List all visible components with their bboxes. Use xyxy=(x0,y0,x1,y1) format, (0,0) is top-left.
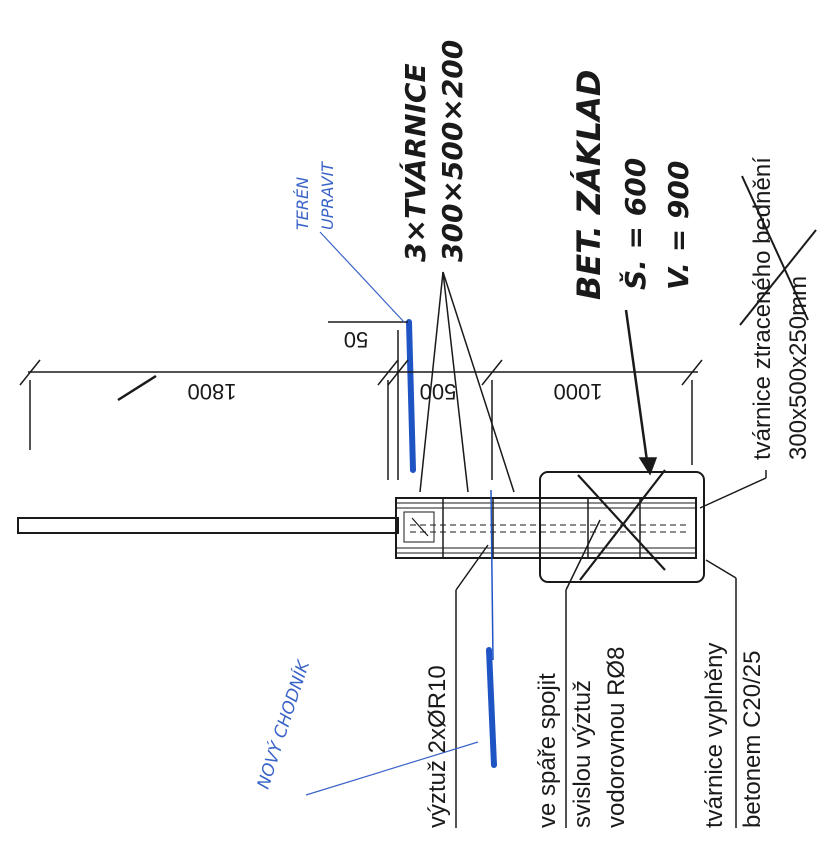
dim-offset: 50 xyxy=(344,327,368,352)
leader-lines xyxy=(419,271,767,828)
hand-terrain-1: TERÉN xyxy=(293,177,312,230)
hand-footing-title: BET. ZÁKLAD xyxy=(570,70,608,300)
hand-blocks-1: 3×TVÁRNICE xyxy=(398,63,432,262)
label-joint-2: svislou výztuž xyxy=(569,680,596,828)
label-filled-1: tvárnice vyplněny xyxy=(701,643,728,828)
label-joint-1: ve spáře spojit xyxy=(534,673,561,828)
fence-post xyxy=(17,517,399,534)
handwritten-annotations: 3×TVÁRNICE 300×500×200 BET. ZÁKLAD Š. = … xyxy=(398,40,695,300)
hand-blocks-2: 300×500×200 xyxy=(436,40,469,262)
dimension-chain xyxy=(19,321,703,480)
label-formwork-2: 300x500x250mm xyxy=(785,276,812,460)
hand-new-path: NOVÝ CHODNÍK xyxy=(252,656,315,792)
dimension-texts: 1800 500 1000 50 xyxy=(188,327,603,404)
blue-leaders xyxy=(305,231,479,796)
hand-footing-width: Š. = 600 xyxy=(618,158,652,290)
label-reinforcement: výztuž 2xØR10 xyxy=(424,665,451,828)
blue-handwritten-annotations: TERÉN UPRAVIT NOVÝ CHODNÍK xyxy=(252,161,337,792)
hand-terrain-2: UPRAVIT xyxy=(318,161,337,230)
dim-footing: 1000 xyxy=(554,379,603,404)
label-joint-3: vodorovnou RØ8 xyxy=(603,647,630,828)
blue-marker-strokes xyxy=(406,319,497,768)
dim-total: 1800 xyxy=(188,379,237,404)
block-wall xyxy=(395,497,697,559)
formwork-strike xyxy=(739,175,817,326)
concrete-footing xyxy=(539,469,705,583)
dim-blocks: 500 xyxy=(420,379,457,404)
printed-labels: výztuž 2xØR10 ve spáře spojit svislou vý… xyxy=(424,157,812,828)
label-filled-2: betonem C20/25 xyxy=(739,651,766,828)
hand-footing-depth: V. = 900 xyxy=(662,161,695,290)
